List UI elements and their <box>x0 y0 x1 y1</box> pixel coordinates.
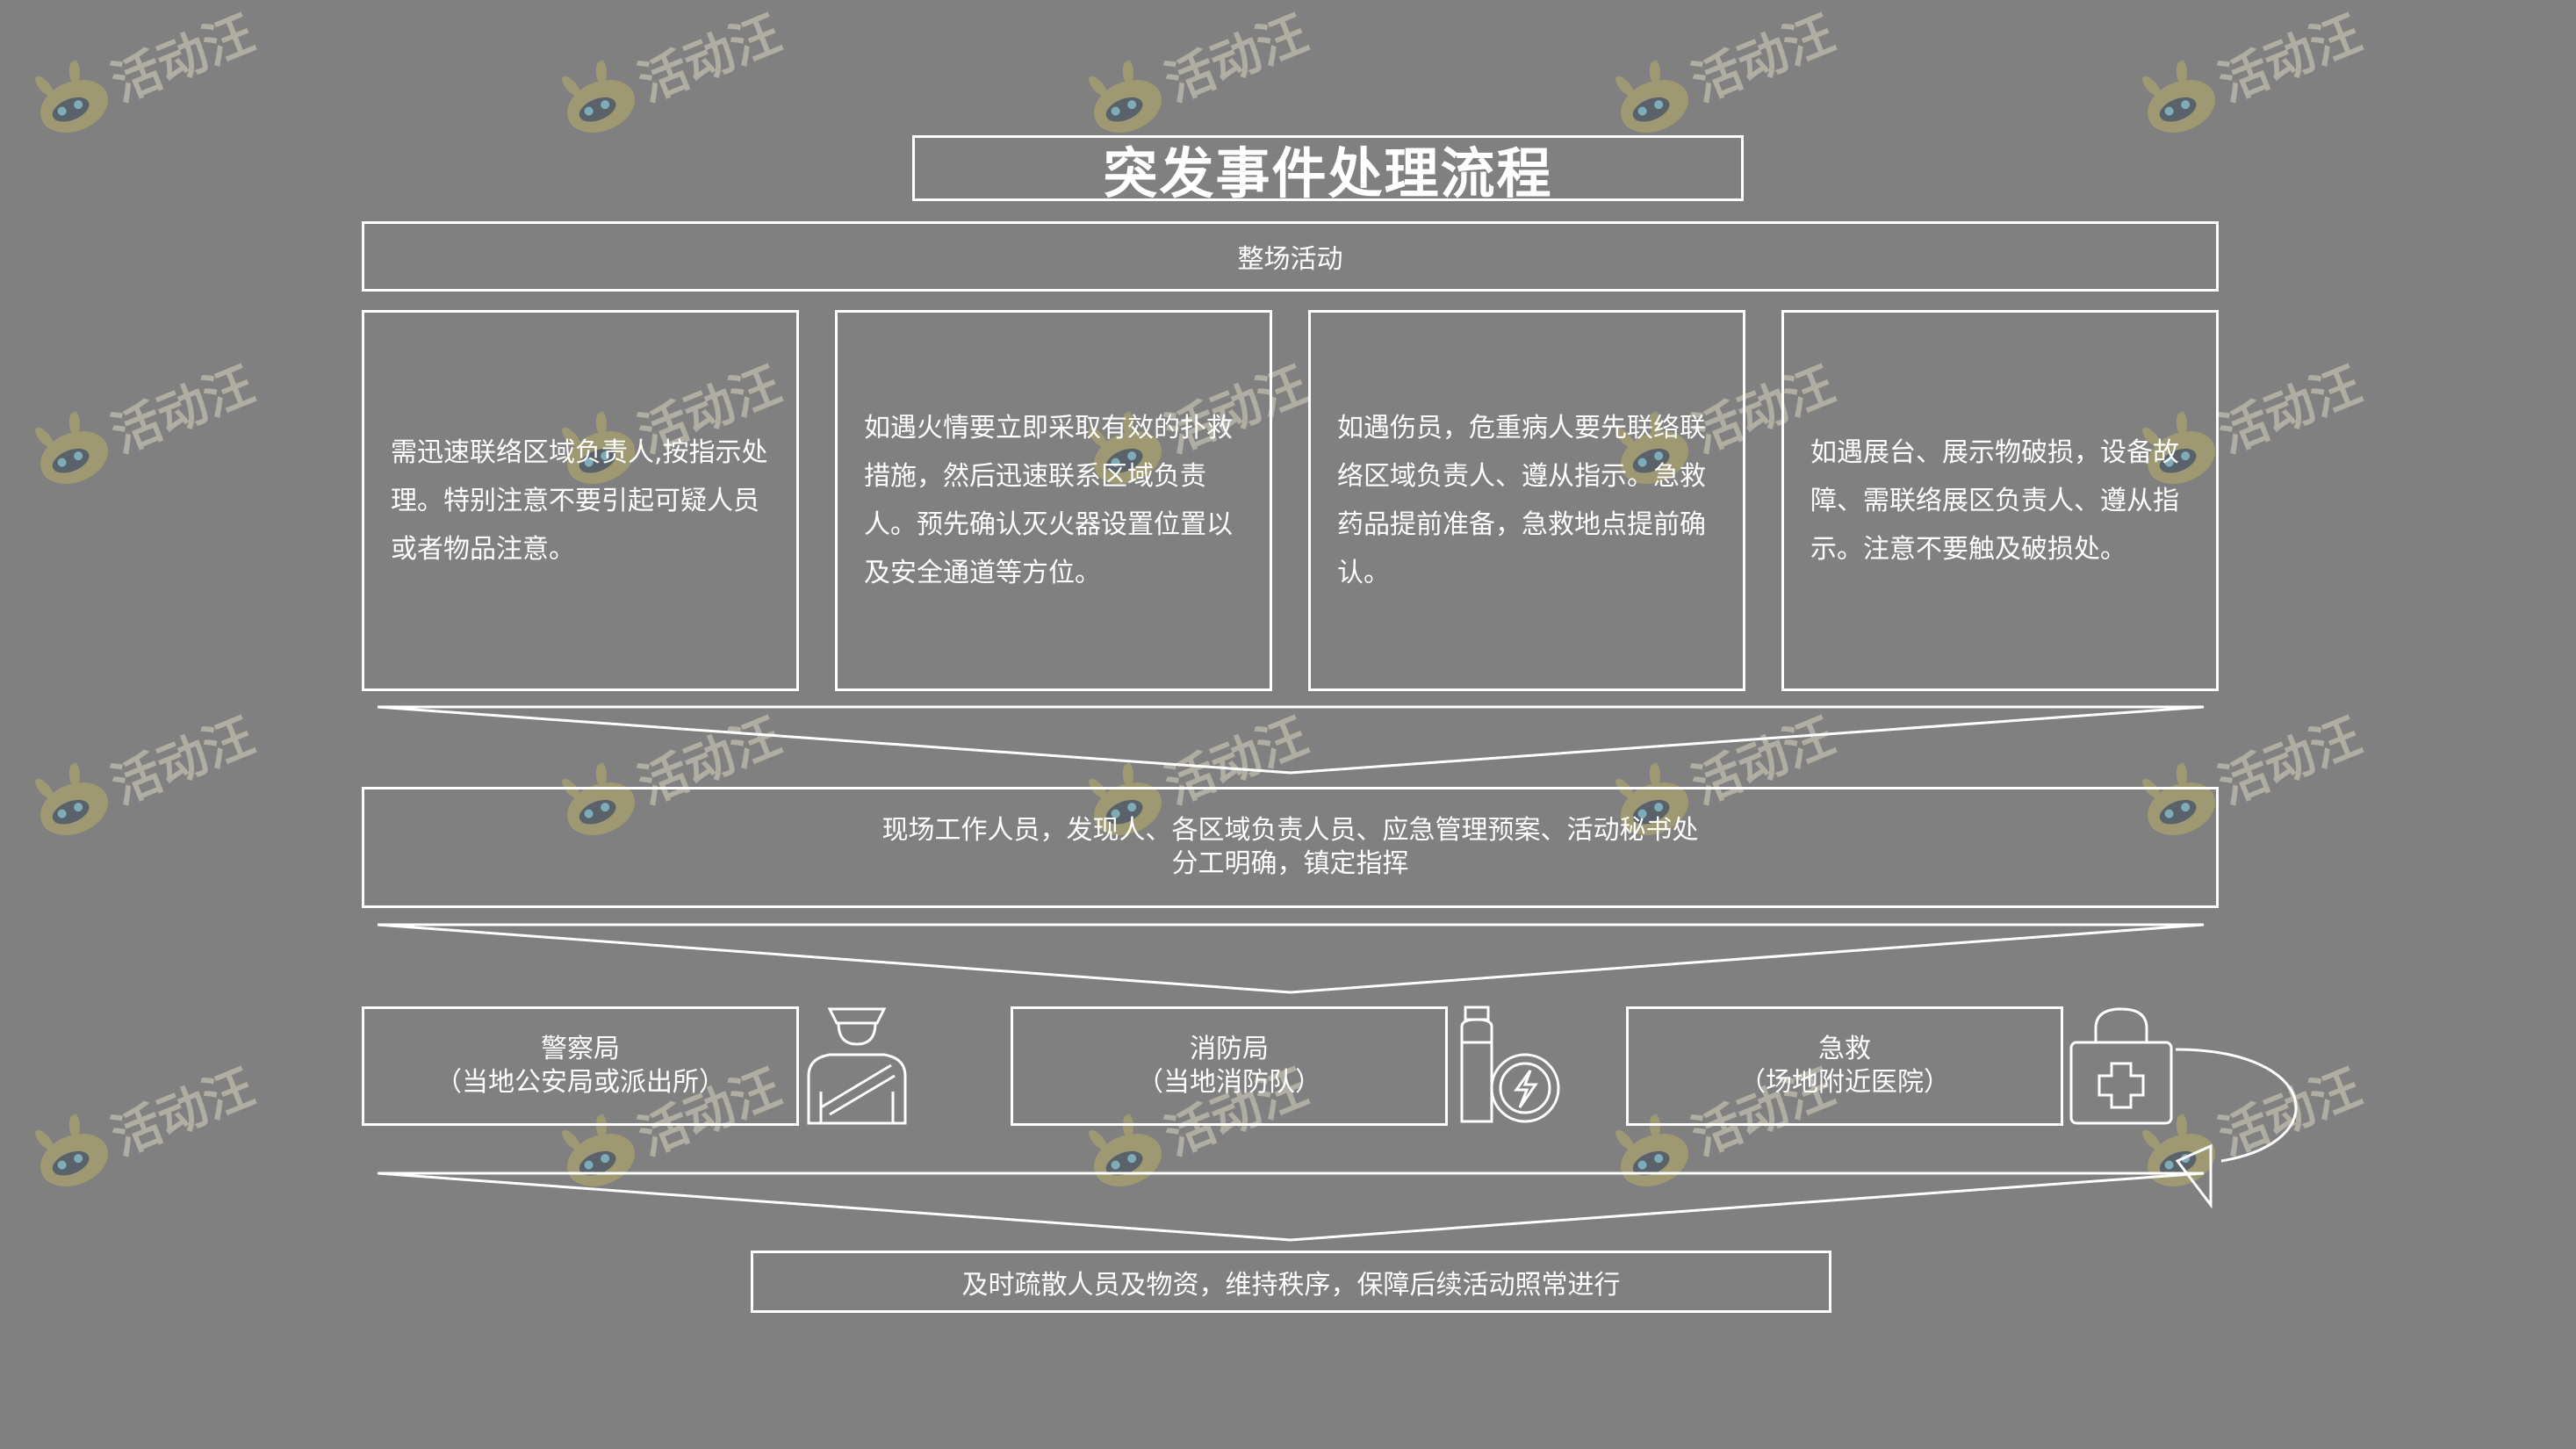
command-line-2: 分工明确，镇定指挥 <box>1171 848 1409 879</box>
card-suspicious: 需迅速联络区域负责人,按指示处理。特别注意不要引起可疑人员或者物品注意。 <box>362 310 799 691</box>
page-title-text: 突发事件处理流程 <box>1103 141 1553 205</box>
page-title: 突发事件处理流程 <box>912 135 1744 205</box>
first-aid-kit-icon <box>2069 1007 2173 1125</box>
watermark-logo: 活动汪 <box>1075 697 1316 850</box>
command-line-1: 现场工作人员，发现人、各区域负责人员、应急管理预案、活动秘书处 <box>881 815 1699 846</box>
mascot-icon <box>34 410 108 484</box>
watermark-logo: 活动汪 <box>1601 0 1843 147</box>
loop-arrow-head <box>2175 1143 2213 1209</box>
card-text: 如遇伤员，危重病人要先联络联络区域负责人、遵从指示。急救药品提前准备，急救地点提… <box>1337 413 1706 588</box>
funnel-arrow-3 <box>377 1171 2205 1242</box>
mascot-icon <box>1088 410 1162 484</box>
service-detail: （当地公安局或派出所） <box>435 1067 725 1098</box>
funnel-arrow-2 <box>377 923 2205 994</box>
mascot-icon <box>2141 761 2215 835</box>
watermark-logo: 活动汪 <box>1075 0 1316 147</box>
mascot-icon <box>2141 410 2215 484</box>
header-text: 整场活动 <box>1237 244 1343 275</box>
watermark-logo: 活动汪 <box>21 1049 263 1201</box>
watermark-logo: 活动汪 <box>21 0 263 147</box>
watermark-logo: 活动汪 <box>21 346 263 499</box>
loop-arrow <box>2175 1048 2298 1163</box>
mascot-icon <box>1088 761 1162 835</box>
watermark-logo: 活动汪 <box>2128 0 2370 147</box>
service-aid: 急救 （场地附近医院） <box>1626 1006 2063 1126</box>
service-fire: 消防局 （当地消防队） <box>1011 1006 1448 1126</box>
card-fire: 如遇火情要立即采取有效的扑救措施，然后迅速联系区域负责人。预先确认灭火器设置位置… <box>835 310 1272 691</box>
mascot-icon <box>561 410 635 484</box>
service-name: 消防局 <box>1190 1034 1269 1064</box>
card-text: 如遇火情要立即采取有效的扑救措施，然后迅速联系区域负责人。预先确认灭火器设置位置… <box>864 413 1233 588</box>
police-officer-icon <box>807 1007 907 1125</box>
watermark-logo: 活动汪 <box>1075 346 1316 499</box>
funnel-arrow-1 <box>377 705 2205 775</box>
card-damage: 如遇展台、展示物破损，设备故障、需联络展区负责人、遵从指示。注意不要触及破损处。 <box>1781 310 2219 691</box>
header-box: 整场活动 <box>362 221 2219 292</box>
service-police: 警察局 （当地公安局或派出所） <box>362 1006 799 1126</box>
mascot-icon <box>1615 410 1688 484</box>
card-text: 需迅速联络区域负责人,按指示处理。特别注意不要引起可疑人员或者物品注意。 <box>391 436 768 565</box>
fire-extinguisher-icon <box>1460 1006 1560 1123</box>
mascot-icon <box>34 59 108 133</box>
evacuation-box: 及时疏散人员及物资，维持秩序，保障后续活动照常进行 <box>751 1251 1831 1313</box>
watermark-logo: 活动汪 <box>1601 697 1843 850</box>
watermark-logo: 活动汪 <box>548 0 789 147</box>
mascot-icon <box>561 59 635 133</box>
watermark-logo: 活动汪 <box>2128 697 2370 850</box>
service-name: 急救 <box>1818 1034 1871 1064</box>
evacuation-text: 及时疏散人员及物资，维持秩序，保障后续活动照常进行 <box>961 1269 1621 1301</box>
mascot-icon <box>34 1113 108 1186</box>
mascot-icon <box>1088 59 1162 133</box>
mascot-icon <box>2141 59 2215 133</box>
watermark-logo: 活动汪 <box>21 697 263 850</box>
card-injury: 如遇伤员，危重病人要先联络联络区域负责人、遵从指示。急救药品提前准备，急救地点提… <box>1308 310 1745 691</box>
command-box: 现场工作人员，发现人、各区域负责人员、应急管理预案、活动秘书处 分工明确，镇定指… <box>362 787 2219 908</box>
card-text: 如遇展台、展示物破损，设备故障、需联络展区负责人、遵从指示。注意不要触及破损处。 <box>1810 436 2179 565</box>
service-detail: （当地消防队） <box>1137 1067 1321 1098</box>
mascot-icon <box>1615 59 1688 133</box>
watermark-logo: 活动汪 <box>548 346 789 499</box>
mascot-icon <box>1615 761 1688 835</box>
service-name: 警察局 <box>541 1034 620 1064</box>
watermark-logo: 活动汪 <box>1601 346 1843 499</box>
service-detail: （场地附近医院） <box>1739 1067 1950 1098</box>
mascot-icon <box>34 761 108 835</box>
watermark-logo: 活动汪 <box>2128 346 2370 499</box>
